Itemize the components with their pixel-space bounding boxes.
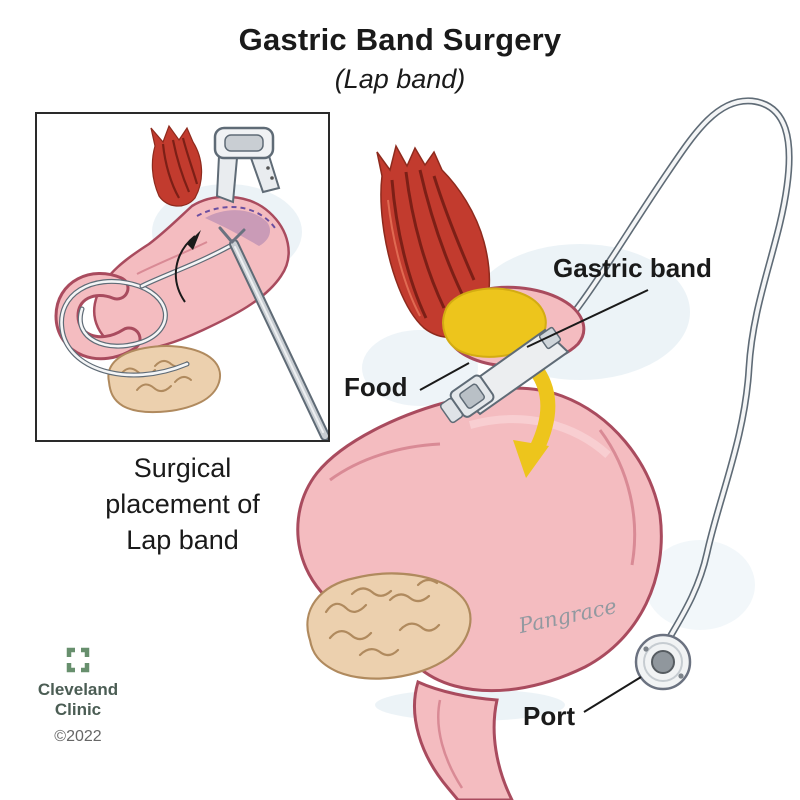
inset-caption-line-1: Surgical bbox=[133, 453, 232, 483]
inset-panel bbox=[35, 112, 330, 442]
inset-caption-line-2: placement of bbox=[105, 489, 260, 519]
esophagus bbox=[376, 143, 491, 339]
pointer-lines bbox=[419, 289, 649, 713]
label-gastric-band: Gastric band bbox=[553, 253, 712, 283]
inset-tubing-loops bbox=[59, 243, 233, 378]
brand-line-2: Clinic bbox=[54, 700, 102, 719]
pointer-line-port bbox=[583, 676, 642, 713]
pointer-line-gastric-band bbox=[526, 289, 649, 348]
inset-grasper-instrument bbox=[218, 226, 330, 441]
brand-line-1: Cleveland bbox=[37, 680, 119, 699]
inset-caption-line-3: Lap band bbox=[126, 525, 239, 555]
inset-illustration bbox=[54, 124, 330, 441]
port bbox=[634, 633, 692, 691]
pancreas bbox=[306, 572, 472, 680]
inset-band-path bbox=[196, 205, 276, 246]
inset-direction-arrow bbox=[174, 230, 201, 303]
page-title: Gastric Band Surgery bbox=[238, 22, 562, 57]
inset-caption: Surgical placement of Lap band bbox=[40, 450, 325, 558]
cleveland-clinic-logo-icon bbox=[66, 647, 90, 673]
label-port: Port bbox=[523, 701, 575, 731]
inset-esophagus bbox=[150, 124, 203, 207]
duodenum bbox=[413, 679, 514, 800]
inset-lap-band-buckle bbox=[213, 126, 281, 204]
gastric-band bbox=[439, 326, 570, 424]
header: Gastric Band Surgery (Lap band) bbox=[0, 22, 800, 95]
label-food: Food bbox=[344, 372, 408, 402]
page-subtitle: (Lap band) bbox=[334, 64, 466, 94]
footer-brand: Cleveland Clinic ©2022 bbox=[26, 646, 130, 746]
copyright: ©2022 bbox=[54, 728, 102, 745]
catheter-tubing bbox=[547, 97, 793, 648]
pointer-line-food bbox=[419, 362, 470, 391]
